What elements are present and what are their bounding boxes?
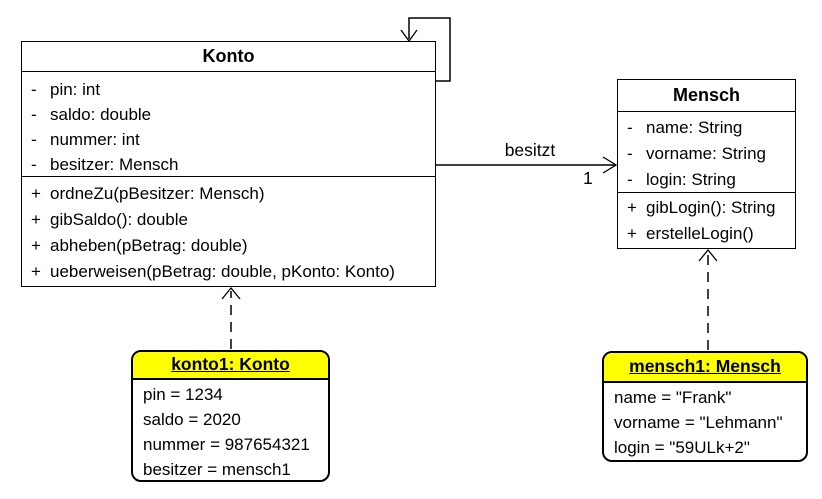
attribute-text: nummer: int [50,130,140,149]
visibility-marker: + [31,184,41,203]
method-row: + gibSaldo(): double [22,207,435,233]
method-text: gibLogin(): String [646,198,776,217]
slot-row: name = "Frank" [614,388,732,407]
visibility-marker: - [31,130,37,149]
object-konto1: konto1: Konto pin = 1234 saldo = 2020 nu… [131,350,330,482]
attribute-row: - name: String [618,115,795,141]
class-konto-title: Konto [22,42,435,72]
visibility-marker: - [627,118,633,137]
method-row: + erstelleLogin() [618,221,795,247]
slot-row: besitzer = mensch1 [143,460,291,479]
method-text: gibSaldo(): double [50,210,188,229]
object-mensch1-title: mensch1: Mensch [604,353,806,383]
konto-methods-compartment: + ordneZu(pBesitzer: Mensch) + gibSaldo(… [22,177,435,285]
attribute-text: vorname: String [646,144,766,163]
visibility-marker: - [627,170,633,189]
slot-row: nummer = 987654321 [143,435,310,454]
konto-attributes-compartment: - pin: int - saldo: double - nummer: int… [22,72,435,177]
visibility-marker: - [627,144,633,163]
attribute-row: - pin: int [22,77,435,102]
object-konto1-title: konto1: Konto [133,352,328,380]
association-label-besitzt: besitzt [504,140,556,160]
konto1-instanceof-connector [221,286,241,349]
attribute-text: pin: int [50,80,101,99]
attribute-text: saldo: double [50,105,152,124]
attribute-row: - nummer: int [22,127,435,152]
attribute-row: - saldo: double [22,102,435,127]
attribute-text: besitzer: Mensch [50,155,179,174]
attribute-text: login: String [646,170,736,189]
mensch1-instanceof-connector [698,248,718,350]
slot-row: vorname = "Lehmann" [614,413,783,432]
visibility-marker: + [31,210,41,229]
method-text: ordneZu(pBesitzer: Mensch) [50,184,265,203]
object-konto1-title-text: konto1: Konto [171,354,290,374]
multiplicity-label: 1 [583,168,593,188]
method-text: abheben(pBetrag: double) [50,236,248,255]
visibility-marker: + [627,224,637,243]
object-konto1-slots: pin = 1234 saldo = 2020 nummer = 9876543… [133,380,328,480]
object-mensch1-title-text: mensch1: Mensch [629,356,781,376]
slot-row: pin = 1234 [143,385,223,404]
visibility-marker: + [31,262,41,281]
class-mensch: Mensch - name: String - vorname: String … [617,79,796,249]
method-text: ueberweisen(pBetrag: double, pKonto: Kon… [50,262,395,281]
object-mensch1: mensch1: Mensch name = "Frank" vorname =… [602,351,808,462]
method-row: + gibLogin(): String [618,195,795,221]
method-row: + abheben(pBetrag: double) [22,233,435,259]
method-text: erstelleLogin() [646,224,754,243]
visibility-marker: + [627,198,637,217]
mensch-methods-compartment: + gibLogin(): String + erstelleLogin() [618,193,795,247]
attribute-row: - besitzer: Mensch [22,152,435,177]
attribute-text: name: String [646,118,743,137]
attribute-row: - vorname: String [618,141,795,167]
visibility-marker: - [31,105,37,124]
mensch-attributes-compartment: - name: String - vorname: String - login… [618,112,795,193]
method-row: + ordneZu(pBesitzer: Mensch) [22,181,435,207]
slot-row: saldo = 2020 [143,410,241,429]
visibility-marker: - [31,155,37,174]
object-mensch1-slots: name = "Frank" vorname = "Lehmann" login… [604,383,806,460]
class-konto: Konto - pin: int - saldo: double - numme… [21,41,436,287]
visibility-marker: - [31,80,37,99]
class-mensch-title: Mensch [618,80,795,112]
visibility-marker: + [31,236,41,255]
slot-row: login = "59ULk+2" [614,438,750,457]
method-row: + ueberweisen(pBetrag: double, pKonto: K… [22,259,435,285]
attribute-row: - login: String [618,167,795,193]
